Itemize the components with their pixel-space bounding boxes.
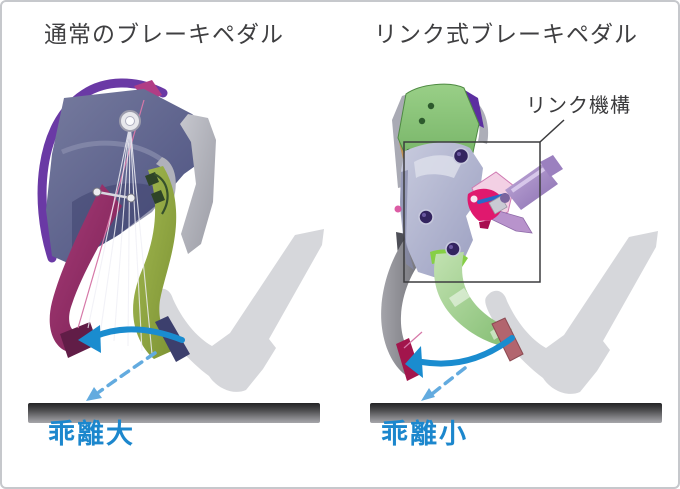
left-motion-fan-lines <box>87 123 153 355</box>
left-floor-divergence-arrow <box>86 351 157 401</box>
right-gray-hook <box>466 98 489 144</box>
right-panel-illustration <box>370 83 662 423</box>
link-mechanism-leader-line <box>539 119 565 143</box>
right-floor-divergence-arrow <box>421 366 467 401</box>
left-driver-foot-silhouette <box>151 229 324 392</box>
left-floor-bar <box>28 403 320 423</box>
link-cylinder-highlight <box>510 167 546 193</box>
link-cylinder-cap <box>540 155 563 177</box>
right-arm-band <box>449 288 470 307</box>
link-crank-hole <box>470 195 478 203</box>
right-pedal-arm-released <box>434 252 512 346</box>
link-cylinder <box>505 164 558 210</box>
left-pedal-stroke-arrow <box>78 325 185 353</box>
left-panel-illustration <box>28 78 324 423</box>
right-driver-foot-silhouette <box>485 231 658 394</box>
right-pink-nub <box>394 205 402 213</box>
right-divergence-label: 乖離小 <box>381 419 468 449</box>
left-pedal-arm-pressed <box>49 184 122 353</box>
right-floor-bar <box>370 403 662 423</box>
link-mechanism-highlight-box <box>403 141 541 283</box>
right-body-highlight <box>414 155 462 178</box>
left-wire <box>153 172 169 215</box>
left-clip <box>151 190 165 204</box>
right-pedal-stroke-arrow <box>405 335 515 378</box>
left-link-rod <box>96 190 132 200</box>
left-gray-bracket <box>180 114 216 254</box>
left-divergence-label: 乖離大 <box>48 419 135 449</box>
right-panel-title: リンク式ブレーキペダル <box>374 21 638 47</box>
right-bracket-body <box>400 142 483 279</box>
right-bolts <box>418 147 470 257</box>
link-mechanism-label: リンク機構 <box>526 95 631 117</box>
left-joint-bolt <box>126 193 136 203</box>
right-pedal-assembly <box>381 83 563 381</box>
left-pivot-center <box>125 116 135 126</box>
link-mechanism-parts <box>467 155 563 234</box>
right-pedal-arm-pressed <box>381 238 427 376</box>
right-trace-line <box>403 331 423 349</box>
left-panel-title: 通常のブレーキペダル <box>44 21 284 47</box>
link-joint <box>500 193 510 203</box>
left-pedal-arm-released <box>133 166 177 359</box>
left-joint-bolt <box>92 187 102 197</box>
left-bracket-ridge <box>61 140 164 163</box>
link-crank-base <box>479 220 491 229</box>
left-pedal-assembly <box>37 78 216 362</box>
